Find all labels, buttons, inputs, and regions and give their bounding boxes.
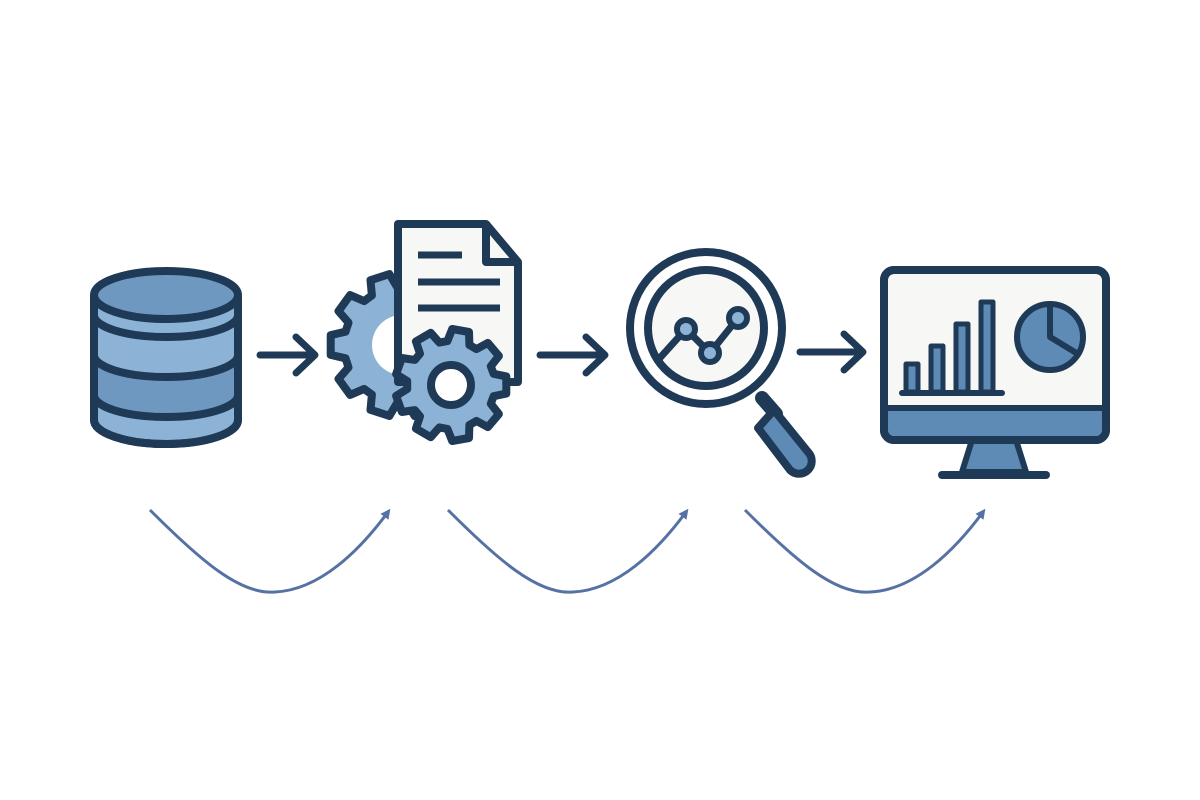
gear-document-icon <box>326 220 522 445</box>
curved-arrow-icon <box>743 508 986 594</box>
curved-arrow-icon <box>446 508 689 594</box>
arrow-right-icon <box>256 333 319 377</box>
chart-point <box>698 341 722 365</box>
chart-point <box>726 306 750 330</box>
pie-chart-icon <box>1014 301 1086 373</box>
curved-arrow-icon <box>148 508 391 594</box>
chart-point <box>674 317 698 341</box>
curved-arrows <box>148 508 986 594</box>
magnifier-chart-icon <box>626 248 816 478</box>
arrow-right-icon <box>796 330 867 374</box>
bar-chart-icon <box>899 299 1005 396</box>
monitor-dashboard-icon <box>880 266 1110 479</box>
database-icon <box>90 267 242 448</box>
arrow-right-icon <box>536 333 609 377</box>
